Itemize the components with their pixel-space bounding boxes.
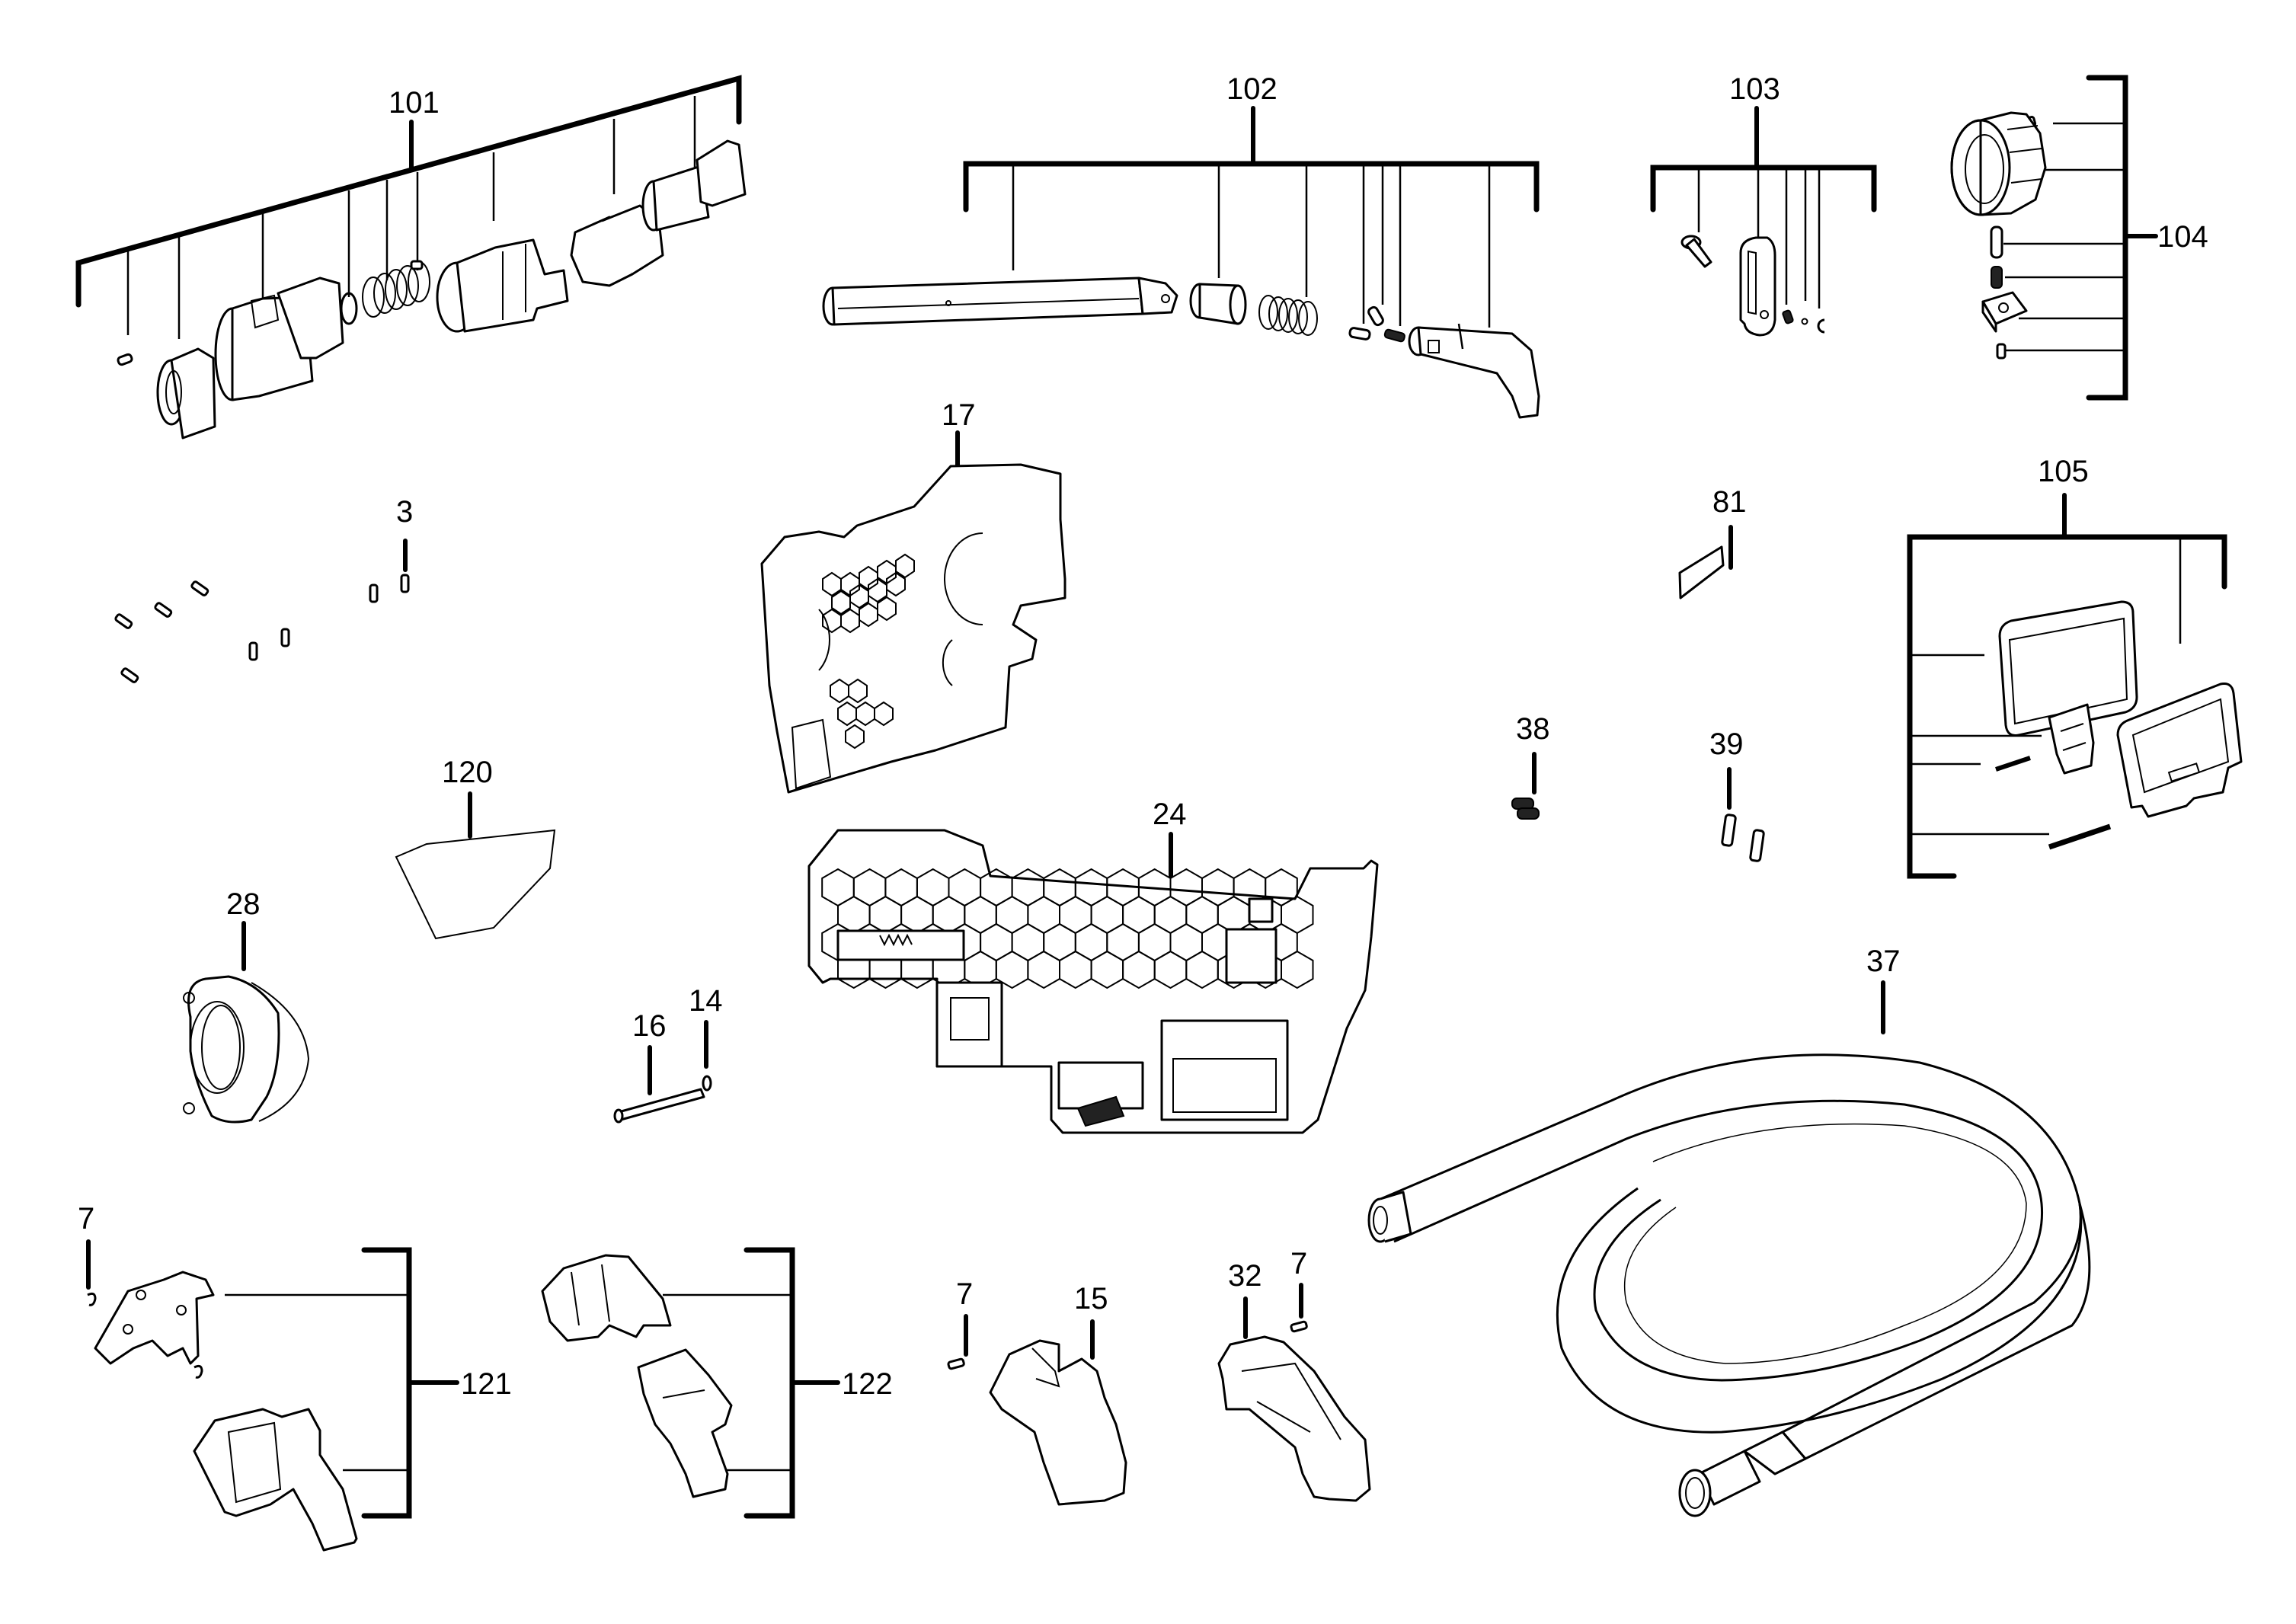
callout-7-left: 7	[78, 1202, 94, 1236]
screw-icon	[114, 574, 410, 683]
part-15-handle-half: 15	[989, 1282, 1127, 1506]
bracket-122	[743, 1247, 795, 1519]
part-104-pin	[1990, 225, 2003, 259]
callout-104: 104	[2157, 220, 2208, 254]
part-17-housing-half: 17	[760, 398, 1066, 794]
callout-105: 105	[2038, 455, 2089, 488]
callout-24: 24	[1153, 798, 1187, 831]
group-103: 103	[1650, 72, 1877, 337]
part-81-label-plate: 81	[1678, 485, 1747, 599]
callout-37: 37	[1866, 945, 1901, 978]
honeycomb-pattern-17	[822, 553, 915, 750]
group-102: 102	[822, 72, 1540, 419]
part-102-pin-a	[1348, 327, 1371, 340]
callout-7-center: 7	[956, 1277, 973, 1311]
part-104-spring	[1991, 266, 2003, 289]
group-121: 121	[94, 1247, 512, 1552]
child-leaders-105	[1910, 539, 2182, 836]
part-105-pin-long	[2048, 823, 2112, 850]
part-121-lower-handle	[193, 1408, 358, 1552]
callout-103: 103	[1729, 72, 1780, 106]
bracket-102	[963, 161, 1540, 213]
callout-81: 81	[1712, 485, 1747, 519]
bracket-103	[1650, 165, 1877, 213]
callout-15: 15	[1074, 1282, 1108, 1316]
bracket-121	[361, 1247, 412, 1519]
part-7-screw-center: 7	[947, 1277, 973, 1370]
part-103-e-clip	[1817, 318, 1825, 334]
group-101: 101	[75, 75, 747, 440]
callout-121: 121	[461, 1367, 512, 1401]
part-28-flange: 28	[183, 887, 310, 1124]
part-101-screw	[117, 353, 133, 366]
child-leaders-121	[225, 1293, 409, 1472]
callout-7-right: 7	[1290, 1247, 1307, 1280]
honeycomb-pattern-24	[821, 868, 1314, 989]
part-105-gasket	[1998, 600, 2138, 737]
part-101-nozzle-tube	[641, 139, 747, 232]
callout-32: 32	[1228, 1259, 1262, 1293]
callout-14: 14	[689, 984, 723, 1018]
part-32-handle-half: 32	[1217, 1259, 1371, 1502]
part-103-ball	[1801, 318, 1808, 325]
part-101-pin	[410, 260, 424, 270]
part-101-coupling-sleeve	[214, 277, 344, 401]
part-122-upper-handle	[541, 1254, 672, 1342]
callout-39: 39	[1709, 727, 1744, 761]
part-102-pin-b	[1367, 305, 1384, 327]
part-37-hose: 37	[1367, 945, 2091, 1517]
part-101-spring	[362, 261, 430, 318]
callout-28: 28	[226, 887, 261, 921]
part-122-lower-handle	[637, 1348, 733, 1498]
callout-38: 38	[1516, 712, 1550, 746]
part-105-latch	[2048, 703, 2095, 775]
honeycomb-cell	[1281, 950, 1314, 989]
part-103-spring	[1782, 309, 1794, 324]
part-38-springs: 38	[1511, 712, 1550, 820]
child-leaders-122	[663, 1293, 792, 1472]
child-leaders-103	[1697, 170, 1821, 308]
callout-120: 120	[442, 756, 493, 789]
part-7-screw-left: 7	[78, 1202, 203, 1379]
part-120-filter-gasket: 120	[395, 756, 556, 940]
part-14-e-ring: 14	[689, 984, 723, 1092]
part-104-slider	[1981, 291, 2028, 333]
part-101-swivel-housing	[570, 204, 664, 287]
bracket-101	[75, 75, 742, 308]
part-3-screws: 3	[114, 495, 413, 683]
part-102-hinge-end	[1408, 323, 1540, 419]
part-101-end-cap	[156, 347, 216, 440]
group-105: 105	[1907, 455, 2243, 879]
part-104-cap-housing	[1950, 111, 2047, 216]
part-7-screw-right: 7	[1290, 1247, 1308, 1333]
child-leaders-102	[1012, 166, 1491, 328]
part-102-sleeve	[1189, 283, 1247, 325]
part-105-battery-door	[2116, 683, 2243, 818]
child-leaders-104	[2003, 122, 2125, 352]
callout-17: 17	[942, 398, 976, 432]
part-102-spring	[1258, 295, 1318, 336]
part-101-o-ring	[340, 292, 358, 325]
group-104: 104	[1950, 75, 2208, 401]
part-102-spring-small	[1383, 328, 1405, 343]
callout-3: 3	[396, 495, 413, 529]
child-leaders-101	[126, 96, 696, 339]
part-103-latch	[1739, 236, 1776, 337]
part-121-upper-handle	[94, 1271, 215, 1365]
callout-102: 102	[1226, 72, 1278, 106]
callout-16: 16	[632, 1009, 667, 1043]
part-16-pin: 16	[613, 1009, 705, 1124]
part-104-screw	[1996, 343, 2007, 360]
callout-122: 122	[842, 1367, 893, 1401]
part-102-extension-tube	[822, 277, 1178, 326]
part-103-pin	[1680, 235, 1712, 268]
part-105-pin-short	[1995, 756, 2031, 772]
group-122: 122	[541, 1247, 893, 1519]
part-39-screws: 39	[1709, 727, 1765, 862]
part-101-release-collar	[436, 238, 569, 333]
part-24-main-housing: 24	[807, 798, 1379, 1134]
bracket-105	[1907, 534, 2227, 879]
callout-101: 101	[389, 86, 440, 120]
